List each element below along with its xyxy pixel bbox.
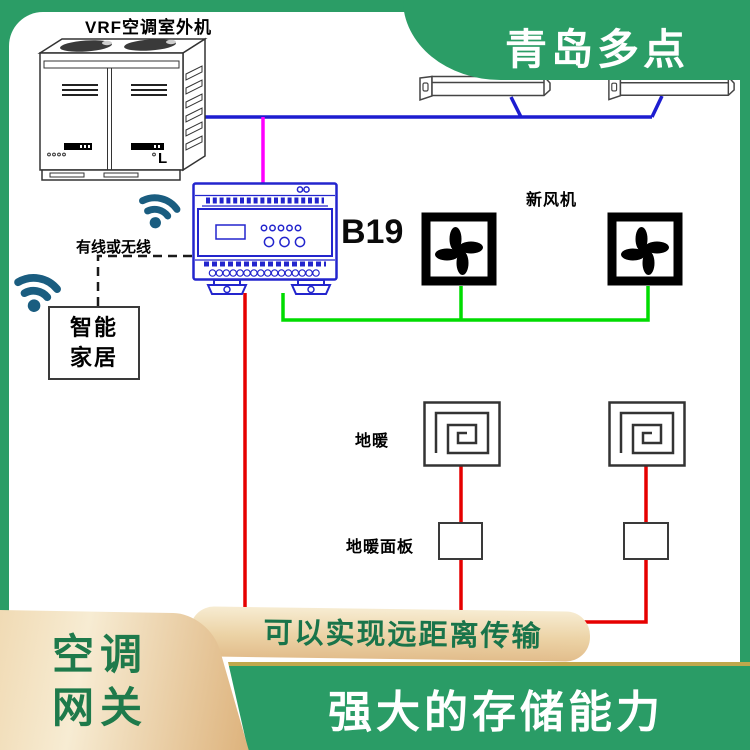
brand-name: 青岛多点 [505, 26, 690, 73]
feature-ribbon: 可以实现远距离传输 [189, 606, 591, 662]
gateway-controller-device [192, 182, 338, 295]
heating-panel-label: 地暖面板 [346, 539, 415, 556]
heating-wire-red [243, 293, 648, 624]
smart-home-box: 智能 家居 [48, 306, 140, 380]
grille-highlight [102, 40, 112, 46]
fan-wire-green [281, 286, 650, 322]
smart-home-line2: 家居 [69, 345, 118, 370]
fan-icon [607, 212, 683, 286]
outdoor-unit-label: VRF空调室外机 [85, 18, 212, 37]
wifi-icon [139, 194, 181, 229]
gateway-line1: 空调 [52, 631, 149, 678]
link-type-label: 有线或无线 [76, 239, 152, 256]
brand-banner: 青岛多点 [403, 0, 750, 80]
floor-heating-label: 地暖 [355, 433, 390, 450]
heating-coil-icon [608, 401, 686, 467]
heating-panel-box [438, 522, 483, 560]
bus-wire-blue [205, 95, 664, 119]
display-strip-right [131, 143, 164, 150]
din-rail-feet [206, 279, 332, 295]
heating-panel-box [623, 522, 669, 560]
controller-model-label: B19 [341, 213, 404, 251]
heating-coil-icon [423, 401, 501, 467]
fan-icon [421, 212, 497, 286]
gateway-badge-label: 空调 网关 [52, 628, 148, 734]
gateway-line2: 网关 [52, 684, 149, 731]
dashed-link-wire [96, 254, 192, 307]
storage-feature-band: 强大的存储能力 [228, 662, 750, 750]
fresh-air-label: 新风机 [526, 192, 578, 209]
wifi-icon [14, 274, 61, 312]
grille-highlight [166, 39, 176, 45]
unit-mark: L [158, 150, 167, 167]
fan-grille-right [124, 39, 176, 51]
unit-base [41, 169, 181, 181]
fan-grille-left [60, 40, 112, 52]
display-strip-left [64, 143, 92, 150]
side-louvers [185, 65, 203, 151]
smart-home-line1: 智能 [69, 315, 118, 341]
indoor-duct-unit-right [608, 76, 735, 101]
vrf-outdoor-unit-illustration: L [37, 37, 208, 181]
